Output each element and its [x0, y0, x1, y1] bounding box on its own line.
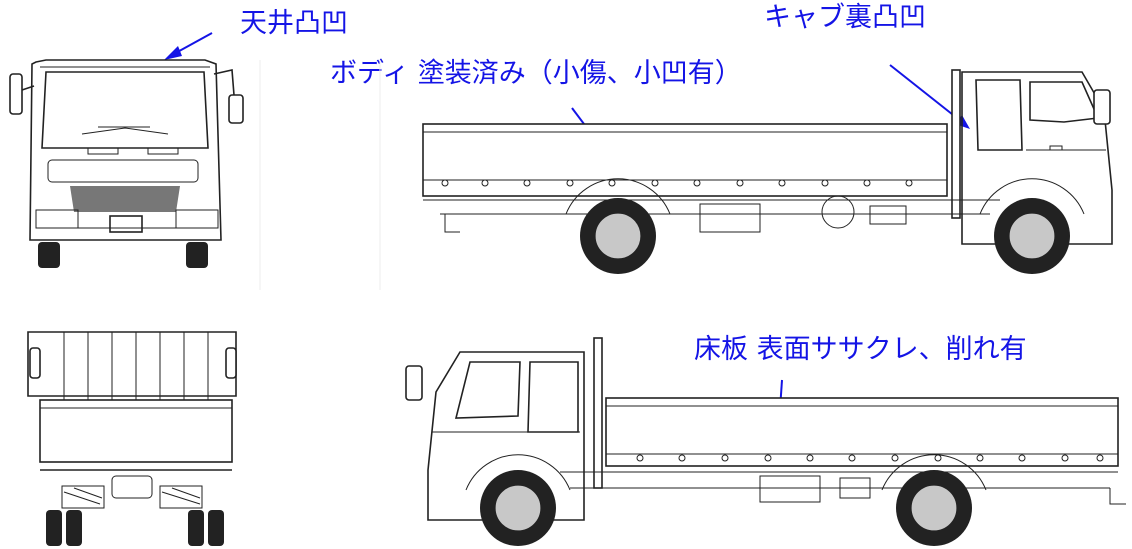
annotation-arrows [164, 32, 970, 434]
roof-dent-note: 天井凸凹 [240, 8, 348, 39]
body-paint-note: ボディ 塗装済み（小傷、小凹有） [330, 58, 742, 89]
cab-back-arrow [889, 64, 963, 123]
cab-back-dent-note: キャブ裏凸凹 [764, 2, 926, 33]
rear-view [27, 331, 237, 546]
side-view-right [422, 69, 1113, 274]
floor-board-note: 床板 表面ササクレ、削れ有 [694, 334, 1027, 365]
front-view [9, 59, 244, 268]
side-view-left [405, 337, 1126, 546]
